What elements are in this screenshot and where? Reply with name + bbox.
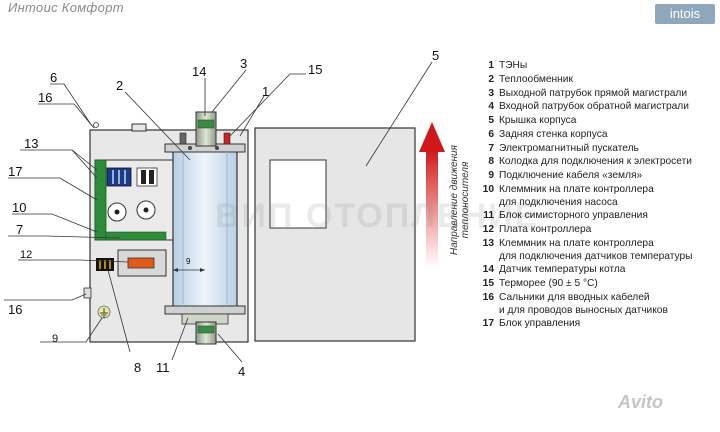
legend-number: 2 xyxy=(488,73,494,85)
legend-text: Задняя стенка корпуса xyxy=(499,128,608,140)
legend-number: 1 xyxy=(488,60,494,71)
callout-7: 7 xyxy=(16,222,23,237)
control-block xyxy=(94,159,174,241)
legend-item: 1 ТЭНы xyxy=(478,60,718,73)
callout-9: 9 xyxy=(52,333,58,345)
legend-item: 16 Сальники для вводных кабелей и для про… xyxy=(478,292,718,317)
legend-text: Электромагнитный пускатель xyxy=(499,142,639,154)
callout-16-bottom: 16 xyxy=(8,302,22,317)
legend-number: 15 xyxy=(482,278,494,290)
cable-gland xyxy=(83,287,92,299)
front-cover xyxy=(254,127,416,342)
callout-5: 5 xyxy=(432,48,439,63)
legend-number: 6 xyxy=(488,128,494,140)
legend-text: Крышка корпуса xyxy=(499,115,577,127)
legend-number: 4 xyxy=(488,101,494,113)
thermal-relay xyxy=(223,132,231,145)
heat-exchanger xyxy=(164,132,246,315)
callout-4: 4 xyxy=(238,364,245,379)
legend-number: 11 xyxy=(483,210,494,222)
legend-number: 8 xyxy=(488,156,494,168)
legend-item: 12 Плата контроллера xyxy=(478,224,718,237)
callout-15: 15 xyxy=(308,62,322,77)
legend-text: Входной патрубок обратной магистрали xyxy=(499,101,689,113)
legend-item: 6 Задняя стенка корпуса xyxy=(478,129,718,142)
legend-number: 9 xyxy=(488,170,494,182)
legend-number: 10 xyxy=(482,184,494,196)
callout-2: 2 xyxy=(116,78,123,93)
callout-3: 3 xyxy=(240,56,247,71)
callout-13: 13 xyxy=(24,136,38,151)
legend-item: 17 Блок управления xyxy=(478,318,718,331)
callout-1: 1 xyxy=(262,84,269,99)
legend-number: 7 xyxy=(488,142,494,154)
callout-6: 6 xyxy=(50,70,57,85)
callout-11: 11 xyxy=(156,360,170,375)
legend-number: 12 xyxy=(482,224,494,236)
legend-number: 3 xyxy=(488,87,494,99)
legend-text: Выходной патрубок прямой магистрали xyxy=(499,87,688,99)
legend-item: 5 Крышка корпуса xyxy=(478,115,718,128)
legend-text: Подключение кабеля «земля» xyxy=(499,170,643,182)
pump-terminal xyxy=(105,231,167,241)
legend-list: 1 ТЭНы 2 Теплообменник 3 Выходной патрубок пр… xyxy=(478,60,718,332)
callout-16-top: 16 xyxy=(38,90,52,105)
ground-connector xyxy=(97,305,111,319)
legend-number: 5 xyxy=(488,115,494,127)
callout-17: 17 xyxy=(8,164,22,179)
watermark-text: ВИП ОТОПЛЕНИЕ xyxy=(215,197,540,235)
callout-12: 12 xyxy=(20,249,32,261)
dimension-label: 9 xyxy=(186,257,191,266)
callout-10: 10 xyxy=(12,200,26,215)
legend-item: 15 Терморее (90 ± 5 °С) xyxy=(478,278,718,291)
flow-arrow xyxy=(419,122,445,268)
legend-text: Колодка для подключения к электросети xyxy=(499,156,692,168)
legend-text: Клеммник на плате контроллера для подклю… xyxy=(499,184,654,208)
legend-item: 8 Колодка для подключения к электросети xyxy=(478,156,718,169)
legend-text: Плата контроллера xyxy=(499,224,592,236)
legend-number: 13 xyxy=(482,237,494,249)
legend-text: Клеммник на плате контроллера для подклю… xyxy=(499,237,693,262)
legend-item: 2 Теплообменник xyxy=(478,74,718,87)
legend-text: Сальники для вводных кабелей и для прово… xyxy=(499,291,668,316)
legend-item: 7 Электромагнитный пускатель xyxy=(478,143,718,156)
legend-number: 16 xyxy=(482,291,494,303)
outlet-pipe xyxy=(195,111,217,147)
legend-text: Терморее (90 ± 5 °С) xyxy=(499,278,598,290)
product-title: Интоис Комфорт xyxy=(8,0,124,15)
avito-badge: Avito xyxy=(618,392,663,412)
legend-item: 9 Подключение кабеля «земля» xyxy=(478,170,718,183)
legend-text: Блок симисторного управления xyxy=(499,210,648,222)
dimension-line xyxy=(173,268,205,272)
legend-text: Датчик температуры котла xyxy=(499,264,626,276)
callout-14: 14 xyxy=(192,64,206,79)
inlet-pipe xyxy=(181,313,229,345)
controller-board xyxy=(94,159,107,241)
leader-lines xyxy=(4,61,433,363)
legend-number: 14 xyxy=(482,264,494,276)
legend-item: 10 Клеммник на плате контроллера для подк… xyxy=(478,184,718,209)
legend-item: 13 Клеммник на плате контроллера для подк… xyxy=(478,238,718,263)
legend-item: 3 Выходной патрубок прямой магистрали xyxy=(478,88,718,101)
legend-text: Теплообменник xyxy=(499,73,573,85)
callout-numbers: 6 16 13 17 10 7 12 16 9 8 11 4 2 14 3 15… xyxy=(8,48,439,379)
flow-direction-caption: Направление движения теплоносителя xyxy=(449,145,471,255)
legend-item: 11 Блок симисторного управления xyxy=(478,210,718,223)
legend-item: 14 Датчик температуры котла xyxy=(478,264,718,277)
brand-logo: intois xyxy=(655,4,715,24)
legend-text: ТЭНы xyxy=(499,60,528,71)
legend-item: 4 Входной патрубок обратной магистрали xyxy=(478,101,718,114)
callout-8: 8 xyxy=(134,360,141,375)
legend-number: 17 xyxy=(482,318,494,330)
legend-text: Блок управления xyxy=(499,318,581,330)
